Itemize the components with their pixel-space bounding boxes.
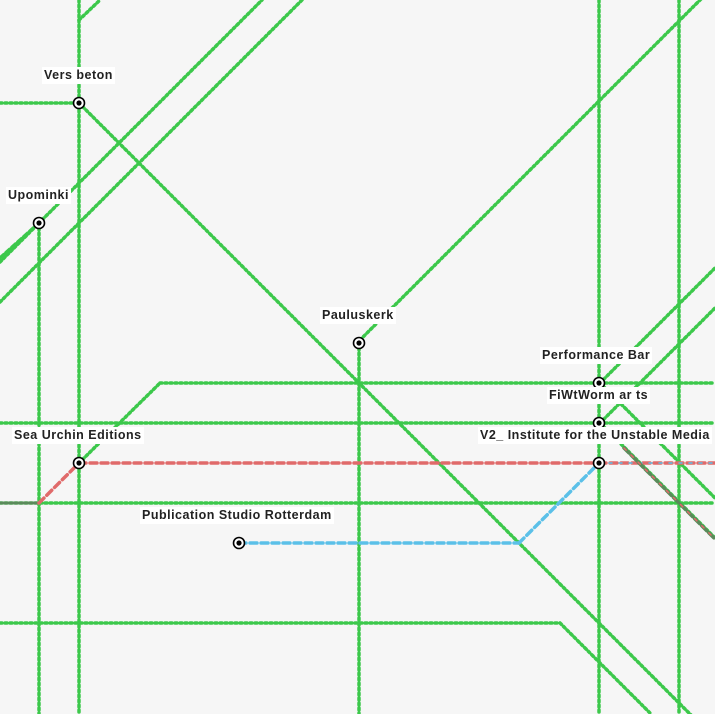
green-route-segment [0, 0, 304, 304]
station-v2-institute-marker[interactable] [592, 456, 606, 470]
station-sea-urchin-editions-marker[interactable] [72, 456, 86, 470]
station-label-worm-arts[interactable]: FiWtWorm ar ts [547, 387, 651, 404]
green-route-segment [0, 0, 264, 264]
station-label-sea-urchin-editions[interactable]: Sea Urchin Editions [12, 427, 144, 444]
station-label-v2-institute[interactable]: V2_ Institute for the Unstable Media [478, 427, 712, 444]
station-label-pauluskerk[interactable]: Pauluskerk [320, 307, 396, 324]
green-route-segment [77, 0, 102, 22]
blue-route-segment [517, 461, 601, 545]
green-route-segment [77, 101, 693, 714]
station-pauluskerk-marker[interactable] [352, 336, 366, 350]
station-publication-studio-marker[interactable] [232, 536, 246, 550]
station-label-publication-studio[interactable]: Publication Studio Rotterdam [140, 507, 334, 524]
station-vers-beton-marker[interactable] [72, 96, 86, 110]
green-route-segment [358, 0, 703, 342]
stations-layer [32, 96, 606, 550]
green-route-segment [0, 221, 41, 260]
station-upominki-marker[interactable] [32, 216, 46, 230]
green-route-segment [77, 381, 162, 465]
red-route-segment [623, 447, 715, 540]
red-route-segment [37, 461, 81, 505]
green-route-segment [558, 621, 653, 714]
station-label-upominki[interactable]: Upominki [6, 187, 71, 204]
station-label-vers-beton[interactable]: Vers beton [42, 67, 115, 84]
station-label-performance-bar[interactable]: Performance Bar [540, 347, 653, 364]
